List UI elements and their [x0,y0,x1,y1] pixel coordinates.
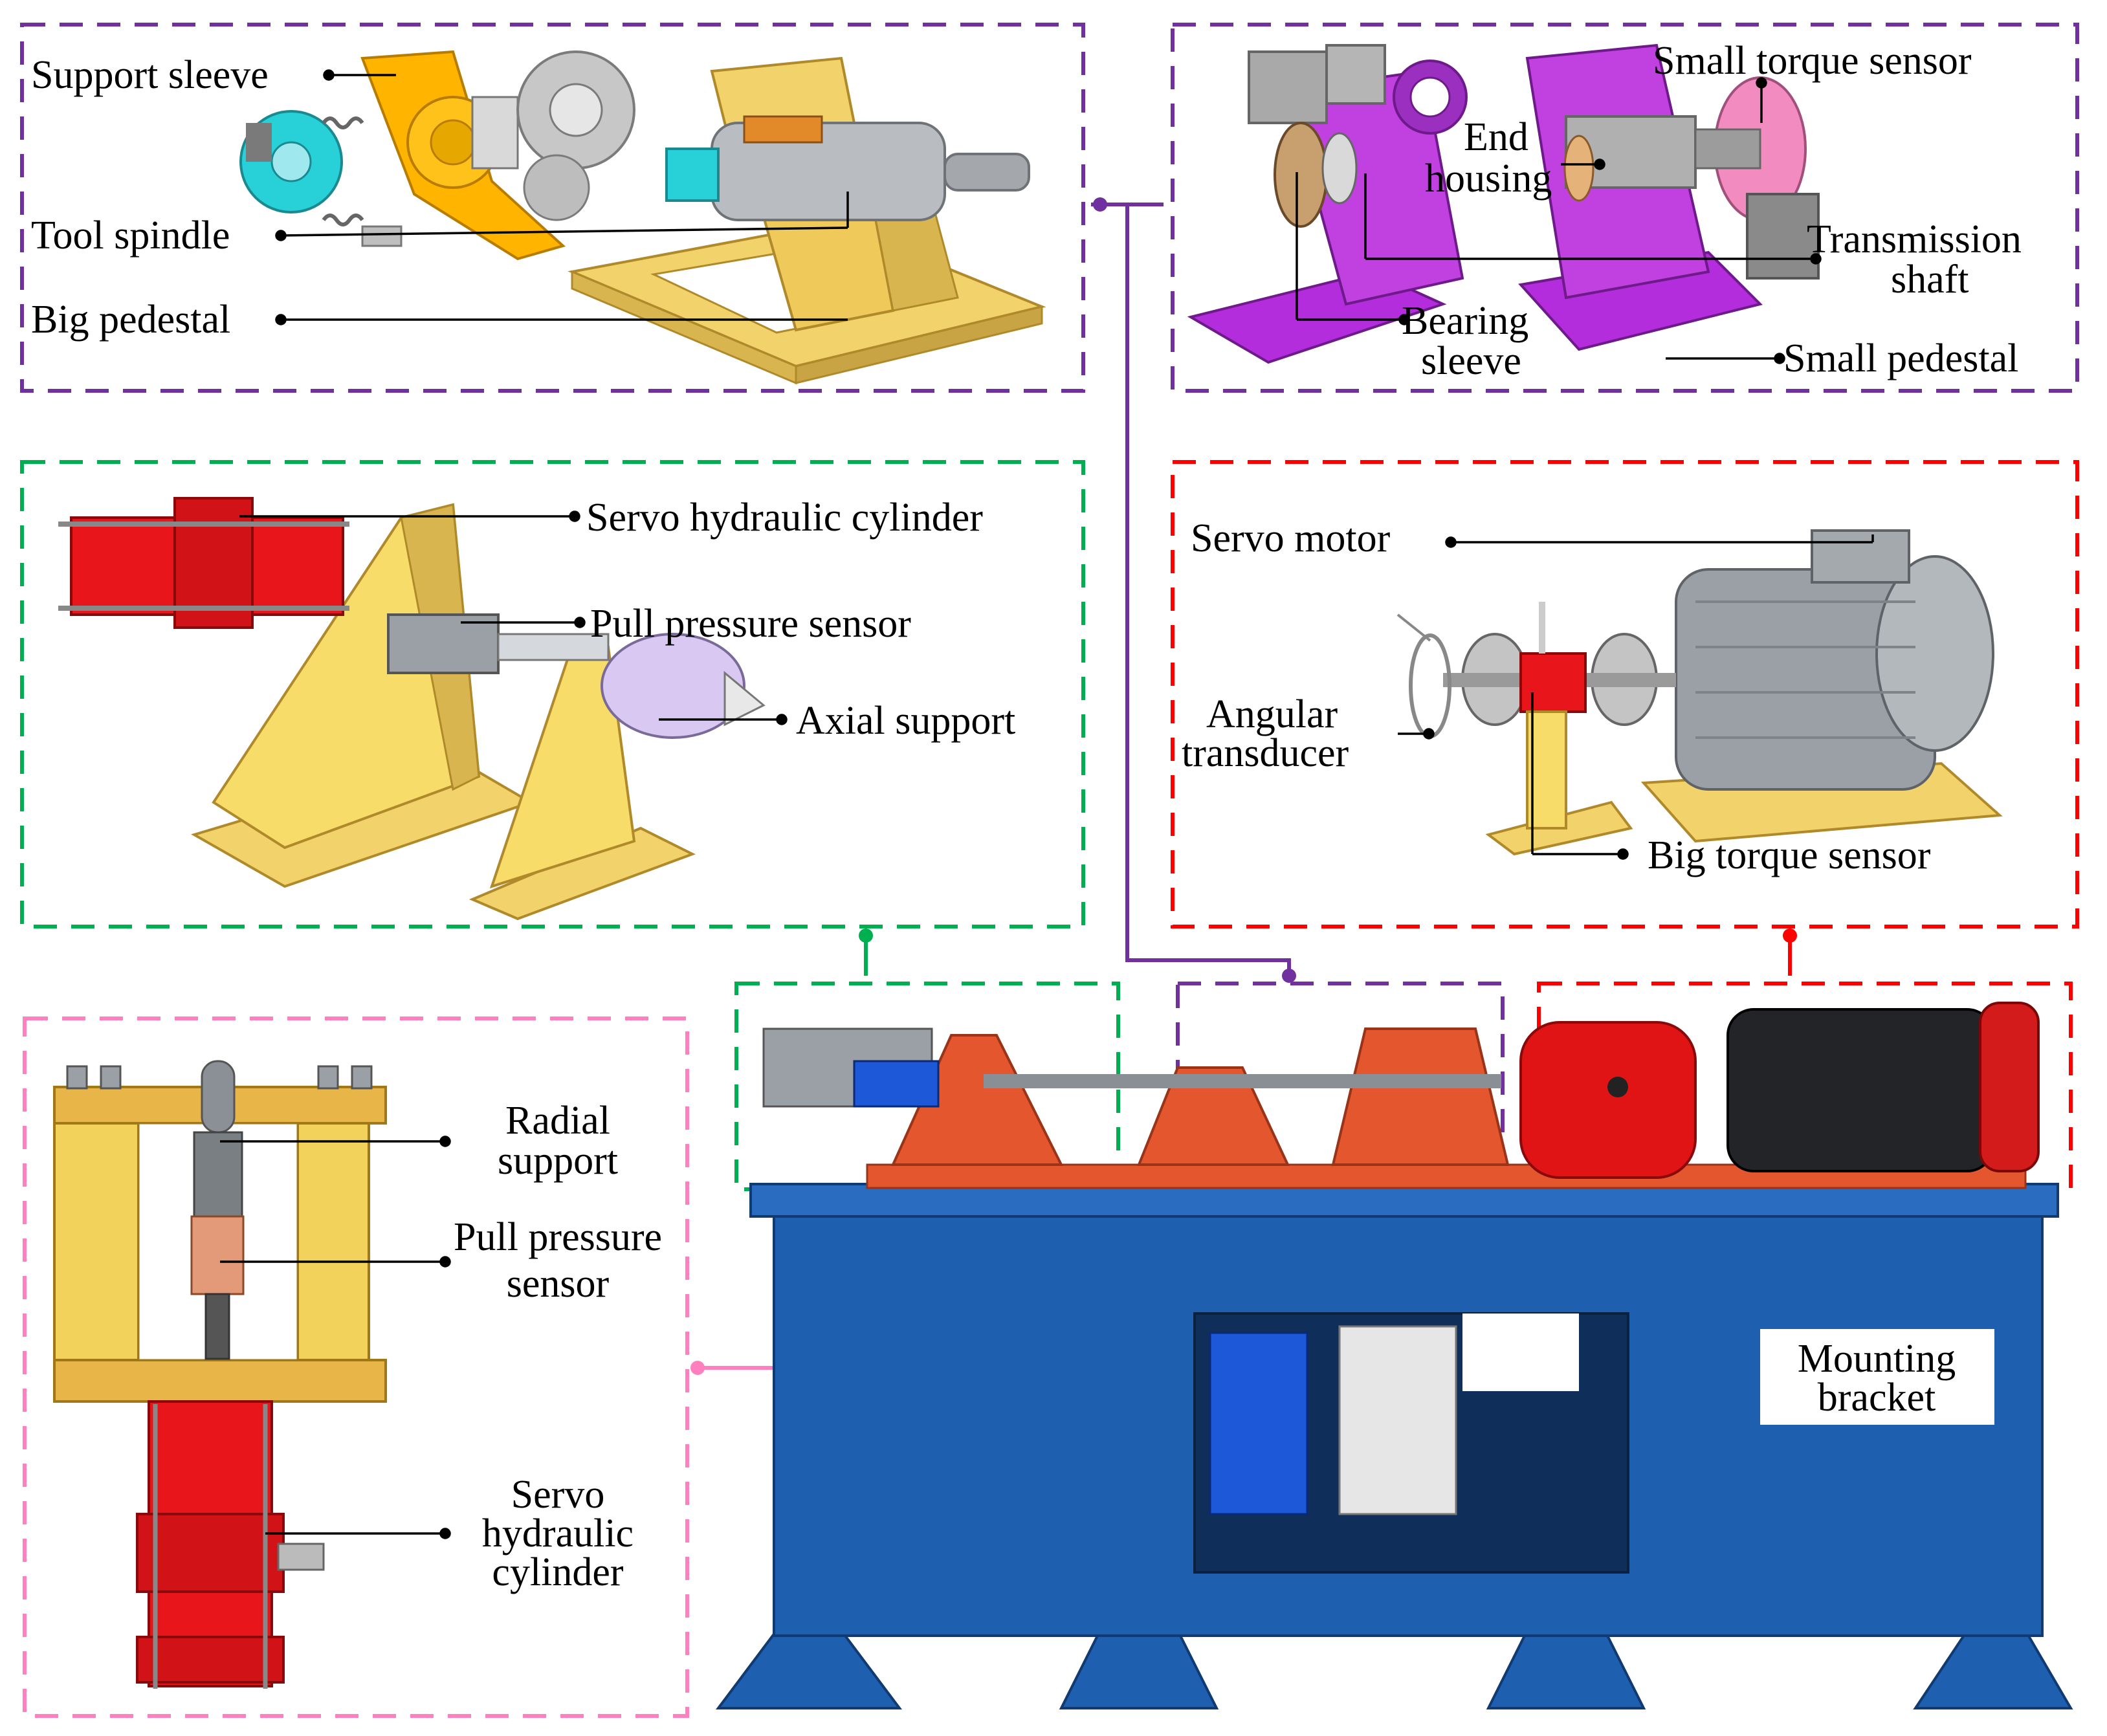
connector-purple-dot-2 [1282,969,1296,983]
label-tool-spindle: Tool spindle [31,214,230,258]
label-mounting-bracket-2: bracket [1818,1376,1936,1420]
radial-frame-bottom [53,1359,387,1403]
label-servo-hydraulic-cylinder: Servo hydraulic cylinder [586,496,983,540]
label-mounting-bracket-1: Mounting [1798,1337,1956,1381]
spindle-assembly-illustration [239,50,1046,385]
pull-pressure-sensor-part [387,613,500,674]
label-servo-hydraulic-cylinder-radial-2: hydraulic [482,1511,634,1555]
label-pull-pressure-sensor-radial-2: sensor [507,1262,610,1306]
frame-radial-loading [23,1016,689,1718]
connector-red-dot [1783,928,1797,943]
label-pull-pressure-sensor: Pull pressure sensor [590,602,911,646]
machine-red-housing [1519,1021,1697,1179]
label-small-torque-sensor: Small torque sensor [1653,39,1972,83]
radial-support-rod [201,1060,236,1134]
label-bearing-sleeve-2: sleeve [1421,339,1521,383]
connector-pink-dot [690,1361,705,1375]
label-support-sleeve: Support sleeve [31,53,269,97]
label-radial-support-1: Radial [505,1099,610,1143]
connector-green-dot [859,928,873,943]
frame-spindle-assembly [20,23,1085,393]
label-big-torque-sensor: Big torque sensor [1648,833,1931,877]
pull-pressure-sensor-radial [190,1215,245,1295]
frame-drive-unit [1171,460,2079,928]
frame-photo-axial [734,982,1120,1191]
machine-pedestal-2 [1331,1027,1510,1166]
torque-assembly-illustration [1187,43,1820,364]
label-end-housing-2: housing [1425,157,1552,201]
connector-purple-dot [1093,197,1107,212]
mounting-bracket-label-box [1760,1329,1994,1425]
big-torque-sensor-part [1519,652,1587,713]
label-servo-motor: Servo motor [1191,516,1391,560]
bearing-sleeve-part [1274,122,1328,228]
label-servo-hydraulic-cylinder-radial-3: cylinder [492,1550,623,1594]
label-angular-transducer-1: Angular [1206,692,1338,736]
label-pull-pressure-sensor-radial-1: Pull pressure [454,1215,662,1259]
label-servo-hydraulic-cylinder-radial-1: Servo [511,1473,605,1517]
label-axial-support: Axial support [796,699,1015,743]
radial-loading-illustration [53,1060,387,1689]
label-small-pedestal: Small pedestal [1783,336,2018,380]
machine-servo-motor [1726,1008,1994,1172]
drive-unit-illustration [1396,529,2003,856]
label-transmission-shaft-2: shaft [1891,258,1969,302]
axial-loading-illustration [58,497,766,921]
label-angular-transducer-2: transducer [1182,731,1349,775]
label-radial-support-2: support [498,1139,618,1183]
labels: Support sleeve Tool spindle Big pedestal… [31,39,2022,1594]
label-end-housing-1: End [1464,115,1528,159]
label-transmission-shaft-1: Transmission [1807,217,2022,261]
test-rig-machine [716,1002,2073,1709]
frame-torque-assembly [1171,23,2079,393]
machine-leg [716,1629,902,1709]
label-big-pedestal: Big pedestal [31,298,230,342]
axial-support-part [601,633,745,739]
frame-axial-loading [20,460,1085,928]
label-bearing-sleeve-1: Bearing [1402,299,1528,343]
leader-lines [220,69,1874,1539]
